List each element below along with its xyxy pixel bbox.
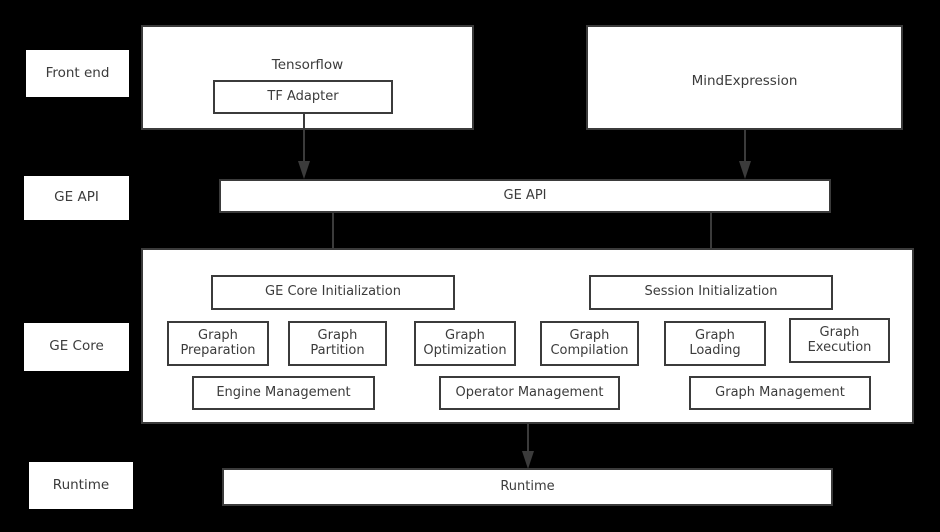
graph-execution-label: Graph Execution <box>807 324 872 355</box>
runtime-bar-label: Runtime <box>500 478 555 494</box>
stage-label-front-end-text: Front end <box>45 64 110 81</box>
mindexpression-panel[interactable]: MindExpression <box>586 25 903 130</box>
graph-partition-label: Graph Partition <box>310 327 365 358</box>
engine-management-box[interactable]: Engine Management <box>192 376 375 410</box>
graph-preparation-box[interactable]: Graph Preparation <box>167 321 269 366</box>
runtime-bar[interactable]: Runtime <box>222 468 833 506</box>
stage-label-runtime: Runtime <box>29 462 133 509</box>
ge-core-initialization-label: GE Core Initialization <box>265 284 401 300</box>
graph-loading-box[interactable]: Graph Loading <box>664 321 766 366</box>
operator-management-label: Operator Management <box>455 384 604 400</box>
stage-label-front-end: Front end <box>26 50 129 97</box>
tf-adapter-box[interactable]: TF Adapter <box>213 80 393 114</box>
graph-execution-box[interactable]: Graph Execution <box>789 318 890 363</box>
stage-label-ge-api: GE API <box>24 176 129 220</box>
graph-management-box[interactable]: Graph Management <box>689 376 871 410</box>
graph-loading-label: Graph Loading <box>689 327 741 358</box>
graph-compilation-label: Graph Compilation <box>550 327 629 358</box>
tf-adapter-label: TF Adapter <box>267 88 339 104</box>
session-initialization-box[interactable]: Session Initialization <box>589 275 833 310</box>
ge-core-initialization-box[interactable]: GE Core Initialization <box>211 275 455 310</box>
graph-optimization-box[interactable]: Graph Optimization <box>414 321 516 366</box>
tensorflow-title: Tensorflow <box>271 57 344 73</box>
graph-optimization-label: Graph Optimization <box>423 327 507 358</box>
stage-label-ge-core-text: GE Core <box>49 338 104 355</box>
engine-management-label: Engine Management <box>216 384 351 400</box>
graph-partition-box[interactable]: Graph Partition <box>288 321 387 366</box>
stage-label-runtime-text: Runtime <box>52 476 110 493</box>
session-initialization-label: Session Initialization <box>644 284 778 300</box>
ge-api-bar[interactable]: GE API <box>219 179 831 213</box>
arrow-mindexpression-to-ge-api <box>737 130 753 180</box>
mindexpression-title: MindExpression <box>691 73 798 89</box>
graph-compilation-box[interactable]: Graph Compilation <box>540 321 639 366</box>
stage-label-ge-api-text: GE API <box>54 189 99 206</box>
arrow-tf-adapter-to-ge-api <box>296 113 312 180</box>
ge-api-bar-label: GE API <box>503 187 547 203</box>
arrow-ge-core-to-runtime <box>520 424 536 470</box>
graph-management-label: Graph Management <box>715 384 845 400</box>
operator-management-box[interactable]: Operator Management <box>439 376 620 410</box>
stage-label-ge-core: GE Core <box>24 323 129 371</box>
graph-preparation-label: Graph Preparation <box>180 327 256 358</box>
